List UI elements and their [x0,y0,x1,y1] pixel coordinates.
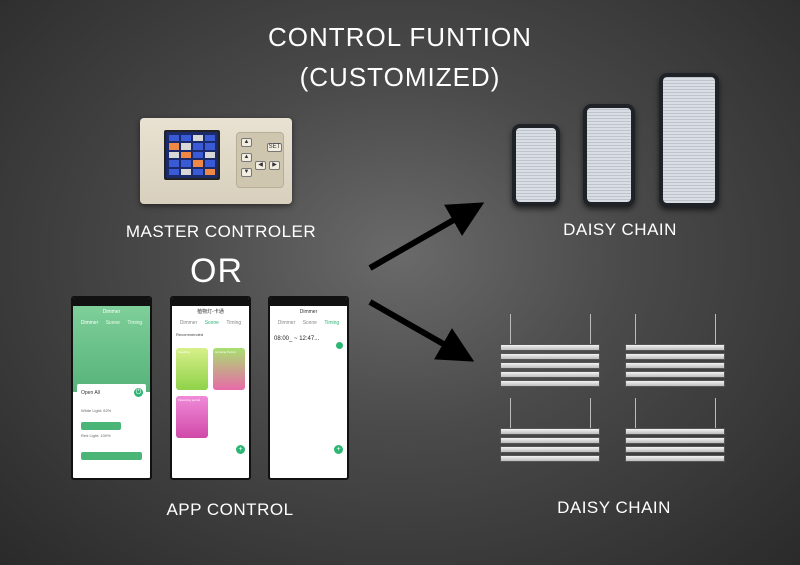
bar-fixture-1 [500,314,600,400]
control-card: Open All ⏻ White Light: 62% Red Light: 1… [77,384,146,478]
status-bar [172,298,249,306]
master-controller-label: MASTER CONTROLER [125,222,317,241]
tab-bar: Dimmer Scene Timing [172,318,249,328]
panel-light-small [512,124,560,206]
screen-header: 植物灯-卡通 [197,309,224,315]
plant-background [73,306,150,392]
bar-fixture-4 [625,398,725,484]
tab-timing: Timing [324,320,340,326]
status-bar [270,298,347,306]
bar-fixture-3 [500,398,600,484]
screen-header: Dimmer [299,309,318,315]
panel-light-medium [583,104,635,206]
set-button: SET [267,143,282,152]
daisy-chain-label-bottom: DAISY CHAIN [557,498,671,517]
up-arrow-icon: ▲ [241,153,252,162]
open-all-label: Open All [81,390,100,396]
add-icon: + [334,445,343,454]
phone-scene-screen: 植物灯-卡通 Dimmer Scene Timing Recommended S… [170,296,251,480]
or-label: OR [190,252,243,290]
page-title-line-1: CONTROL FUNTION [268,22,532,52]
add-icon: + [236,445,245,454]
tab-scene: Scene [105,320,120,326]
tab-dimmer: Dimmer [80,320,99,326]
red-light-label: Red Light: 100% [81,433,111,438]
white-light-slider [81,422,121,430]
right-arrow-icon: ▶ [269,161,280,170]
down-arrow-icon: ▼ [241,168,252,177]
arrow-down-right [368,299,475,362]
tab-scene: Scene [204,320,219,326]
phone-timing-screen: Dimmer Dimmer Scene Timing 08:00_ ~ 12:4… [268,296,349,480]
bar-fixture-2 [625,314,725,400]
up-arrow-icon: ▲ [241,138,252,147]
controller-screen [164,130,220,180]
tab-dimmer: Dimmer [179,320,198,326]
scene-tile-growing: Growing Period [213,348,245,390]
tab-bar: Dimmer Scene Timing [270,318,347,328]
screen-header: Dimmer [102,309,121,315]
phone-dimmer-screen: Dimmer Dimmer Scene Timing Open All ⏻ Wh… [71,296,152,480]
tab-bar: Dimmer Scene Timing [73,318,150,328]
tab-timing: Timing [127,320,143,326]
toggle-icon [336,342,343,349]
daisy-chain-label-top: DAISY CHAIN [563,220,677,239]
master-controller-image: ▲ ▲ ▼ ◀ ▶ SET [140,118,292,204]
white-light-label: White Light: 62% [81,408,112,413]
scene-tile-flowering: Flowering period [176,396,208,438]
panel-light-large [659,73,719,207]
red-light-slider [81,452,142,460]
controller-keypad: ▲ ▲ ▼ ◀ ▶ SET [236,132,284,188]
tab-timing: Timing [226,320,242,326]
section-label: Recommended [176,332,204,337]
left-arrow-icon: ◀ [255,161,266,170]
scene-tile-seedling: Seedling [176,348,208,390]
arrow-up-right [368,202,485,271]
power-icon: ⏻ [134,388,143,397]
page-title-line-2: (CUSTOMIZED) [299,62,501,92]
tab-dimmer: Dimmer [277,320,296,326]
status-bar [73,298,150,306]
app-control-label: APP CONTROL [166,500,294,519]
timer-entry: 08:00_ ~ 12:47... [274,336,320,342]
tab-scene: Scene [302,320,317,326]
